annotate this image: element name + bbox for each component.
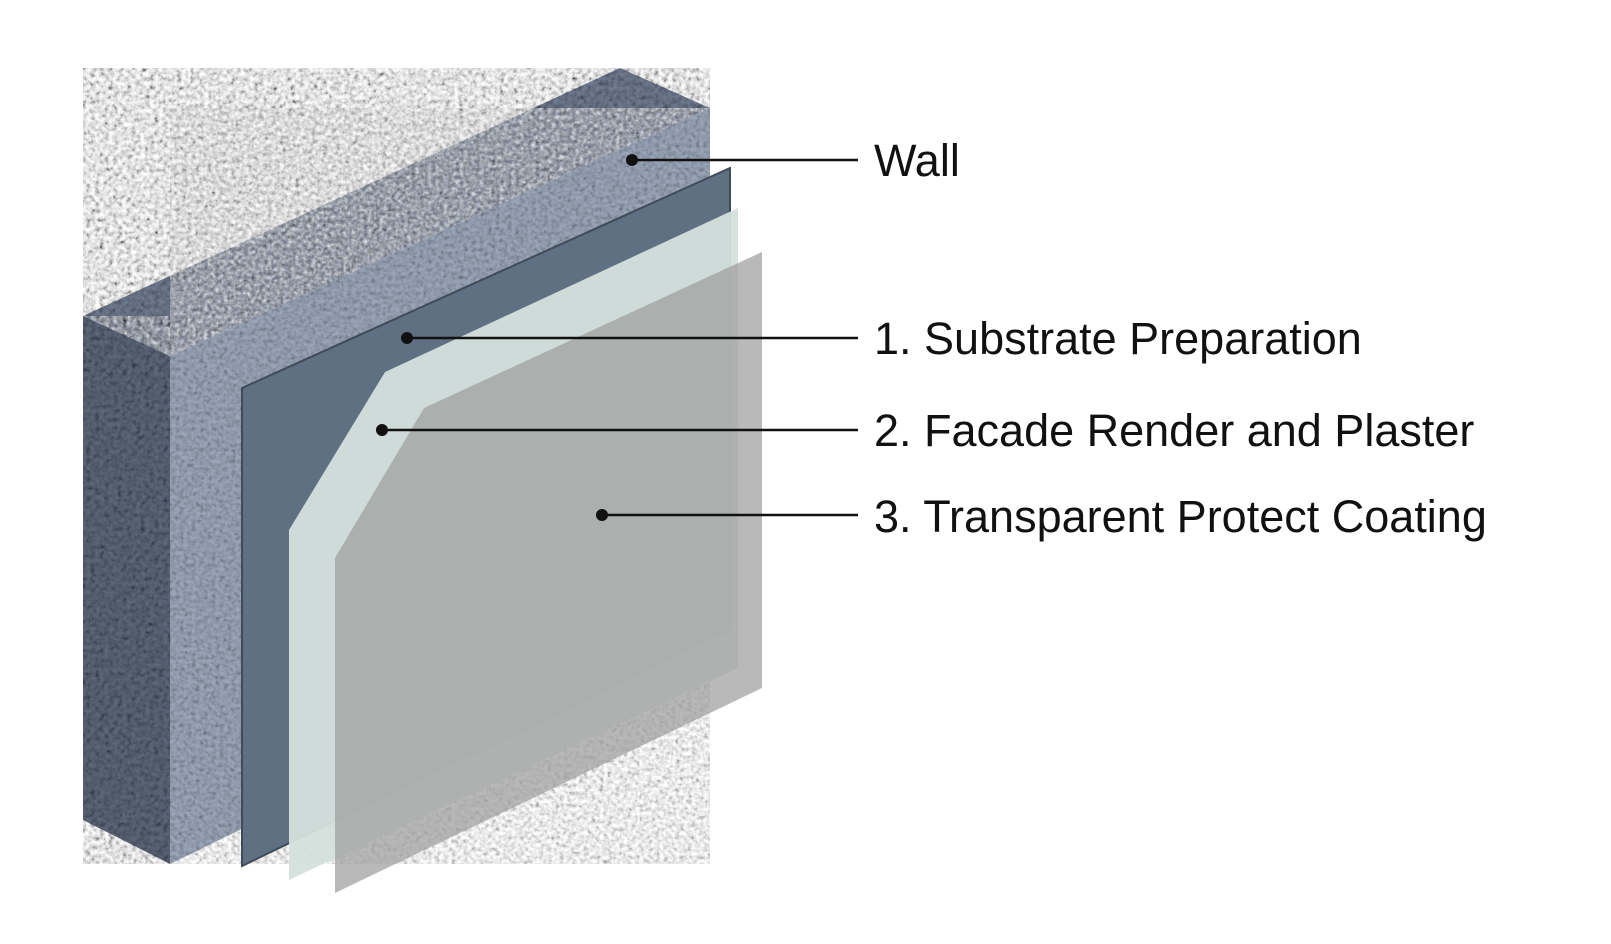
leader-dot bbox=[376, 424, 388, 436]
leader-render bbox=[376, 424, 858, 436]
leader-dot bbox=[401, 332, 413, 344]
label-facade-render-plaster: 2. Facade Render and Plaster bbox=[874, 405, 1475, 456]
leader-substrate bbox=[401, 332, 858, 344]
label-wall: Wall bbox=[874, 135, 960, 186]
wall-top-face bbox=[83, 68, 710, 356]
leader-dot bbox=[596, 509, 608, 521]
leader-wall bbox=[626, 154, 858, 166]
leader-dot bbox=[626, 154, 638, 166]
label-transparent-protect-coating: 3. Transparent Protect Coating bbox=[874, 491, 1487, 542]
coating-layer bbox=[335, 252, 762, 893]
wall-side-face bbox=[83, 316, 170, 864]
leader-coating bbox=[596, 509, 858, 521]
label-substrate-preparation: 1. Substrate Preparation bbox=[874, 313, 1362, 364]
